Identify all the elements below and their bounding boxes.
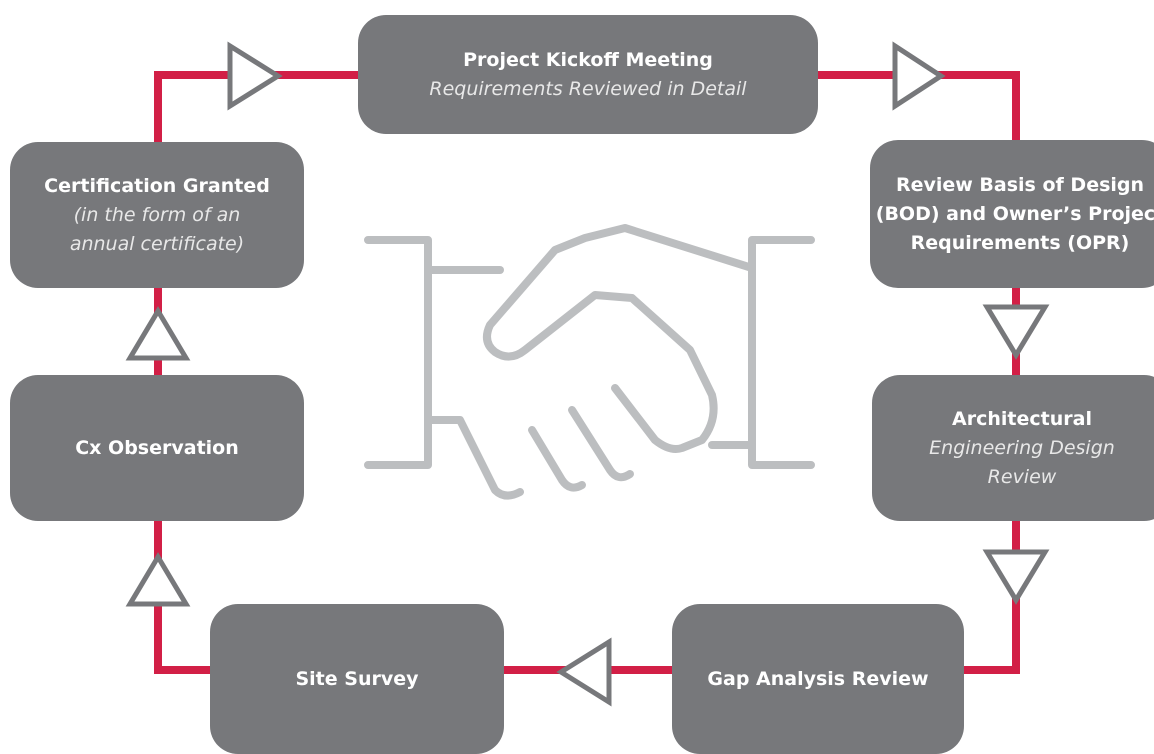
step-subtitle-line: (in the form of an [73, 203, 241, 226]
step-architectural-design-review: Architectural Engineering Design Review [872, 375, 1154, 521]
step-subtitle-line: annual certificate) [69, 232, 245, 255]
step-site-survey: Site Survey [210, 604, 504, 754]
step-title: Site Survey [295, 667, 419, 690]
step-title: Gap Analysis Review [707, 667, 929, 690]
step-review-basis-of-design: Review Basis of Design (BOD) and Owner’s… [870, 140, 1154, 288]
arrow-up-left-lower [125, 552, 191, 607]
handshake-icon [364, 224, 815, 500]
step-title: Cx Observation [75, 436, 239, 459]
arrows [125, 41, 1050, 707]
step-subtitle-line: Engineering Design [929, 436, 1115, 459]
step-cx-observation: Cx Observation [10, 375, 304, 521]
step-gap-analysis-review: Gap Analysis Review [672, 604, 964, 754]
arrow-down-right-lower [982, 549, 1050, 605]
step-subtitle: Requirements Reviewed in Detail [429, 77, 747, 100]
step-subtitle-line: Review [987, 465, 1057, 488]
step-certification-granted: Certification Granted (in the form of an… [10, 142, 304, 288]
arrow-left-bottom [556, 637, 612, 707]
step-title: Architectural [952, 407, 1092, 430]
step-title-line: (BOD) and Owner’s Project [875, 202, 1154, 225]
arrow-right-top-left [227, 41, 283, 111]
arrow-down-right-upper [982, 304, 1050, 360]
step-title: Certification Granted [44, 174, 270, 197]
step-title-line: Review Basis of Design [895, 173, 1145, 196]
step-title: Project Kickoff Meeting [463, 48, 713, 71]
arrow-right-top-right [892, 41, 946, 111]
arrow-up-left-upper [125, 306, 191, 361]
step-project-kickoff-meeting: Project Kickoff Meeting Requirements Rev… [358, 15, 818, 134]
step-title-line: Requirements (OPR) [910, 231, 1130, 254]
